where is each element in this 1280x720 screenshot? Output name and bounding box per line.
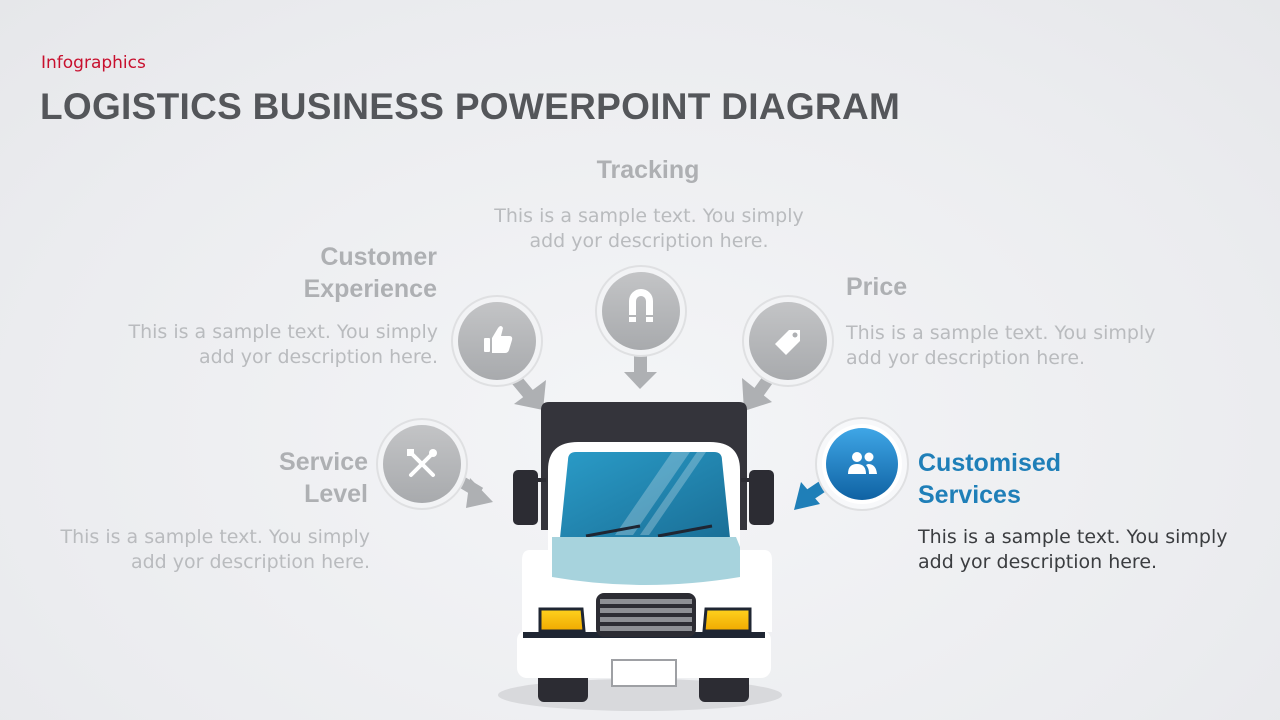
- price-circle[interactable]: [743, 296, 833, 386]
- customised-services-circle[interactable]: [816, 418, 908, 510]
- customer-experience-circle[interactable]: [452, 296, 542, 386]
- truck-illustration: [498, 402, 782, 711]
- tracking-circle[interactable]: [596, 266, 686, 356]
- service-level-circle[interactable]: [377, 419, 467, 509]
